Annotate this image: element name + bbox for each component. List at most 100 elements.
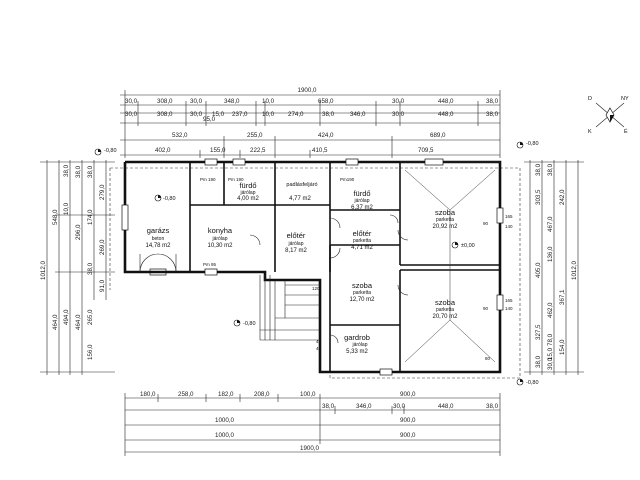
dim-top-r1-0: 30,0 bbox=[125, 98, 138, 105]
mark-pm190b: Pm 190 bbox=[228, 177, 244, 182]
dim-left-c4-0: 279,0 bbox=[99, 184, 106, 200]
room-bed2-name: szoba bbox=[352, 281, 373, 290]
dim-right-c3-3: 78,0 bbox=[547, 333, 554, 346]
dim-top-r1-1: 308,0 bbox=[157, 98, 173, 105]
compass-rose: D NY K É bbox=[588, 96, 629, 135]
dim-left-c4-1: 269,0 bbox=[99, 239, 106, 255]
dim-left-c3-0: 38,0 bbox=[63, 164, 70, 177]
dim-top-r2-8: 346,0 bbox=[350, 111, 366, 118]
dim-left-s-1: 174,0 bbox=[87, 209, 94, 225]
dim-left-s-2: 38,0 bbox=[87, 262, 94, 275]
dim-left-outer: 1012,0 bbox=[40, 261, 47, 280]
mark-w120: 120 bbox=[312, 286, 320, 291]
dim-top-r1-6: 30,0 bbox=[392, 98, 405, 105]
dim-bottom-r4-0: 1000,0 bbox=[215, 432, 234, 439]
dim-top-r2-9: 30,0 bbox=[392, 111, 405, 118]
dim-top-r3-0: 532,0 bbox=[172, 132, 188, 139]
dim-bottom-r1-2: 182,0 bbox=[218, 391, 234, 398]
left-dimension-lines: 1012,0 548,0 464,0 10,0 494,0 38,0 296,0… bbox=[40, 160, 115, 375]
room-bed3-material: parketta bbox=[436, 307, 454, 313]
mark-h165a: 165 bbox=[505, 214, 513, 219]
dim-right-c2-2: 367,1 bbox=[559, 289, 566, 305]
dim-right-c1-2: 405,0 bbox=[535, 262, 542, 278]
dim-top-r2-5: 10,0 bbox=[262, 111, 275, 118]
dim-right-c2-1: 467,0 bbox=[547, 216, 554, 232]
dim-right-c3-5: 30,0 bbox=[547, 357, 554, 370]
mark-ab90a: 90 bbox=[483, 221, 489, 226]
dim-top-r1-7: 448,0 bbox=[438, 98, 454, 105]
dim-top-r4-0: 402,0 bbox=[155, 147, 171, 154]
dim-top-r2-2: 30,0 bbox=[190, 111, 203, 118]
room-hall2-area: 4,71 m2 bbox=[351, 245, 373, 251]
dim-left-c3-2: 38,0 bbox=[75, 165, 82, 178]
room-bath2-material: járólap bbox=[353, 198, 369, 204]
dim-top-r3-3: 689,0 bbox=[430, 132, 446, 139]
mark-w80: 80 bbox=[485, 356, 491, 361]
mark-h140a: 140 bbox=[505, 224, 513, 229]
room-kitchen-material: járólap bbox=[211, 236, 227, 242]
garage-door bbox=[139, 253, 177, 273]
room-hall1-name: előtér bbox=[287, 231, 306, 240]
room-hall2-name: előtér bbox=[353, 229, 372, 238]
dim-top-r2-7: 38,0 bbox=[322, 111, 335, 118]
dim-top-r1-8: 38,0 bbox=[486, 98, 499, 105]
bottom-dimension-lines: 180,0 258,0 182,0 208,0 100,0 900,0 38,0… bbox=[124, 391, 501, 456]
dim-top-r1-4: 10,0 bbox=[262, 98, 275, 105]
svg-text:-0,80: -0,80 bbox=[163, 196, 176, 202]
entry-stairs bbox=[259, 275, 320, 341]
dim-left-c3-1: 296,0 bbox=[75, 224, 82, 240]
dim-right-c1-3: 327,5 bbox=[535, 324, 542, 340]
dim-top-r1-2: 30,0 bbox=[190, 98, 203, 105]
room-wardrobe-material: járólap bbox=[351, 342, 367, 348]
room-bed3-name: szoba bbox=[435, 298, 456, 307]
level-marker-garage: -0,80 bbox=[154, 194, 176, 202]
opening-marks: Pm 190 Pm 190 Pm190 Pm 95 90 90 140 140 … bbox=[200, 177, 513, 361]
dim-total-top: 1900,0 bbox=[298, 87, 317, 94]
dim-right-c1-4: 38,0 bbox=[535, 355, 542, 368]
room-bed3-area: 20,70 m2 bbox=[432, 314, 458, 320]
mark-w40: 40 bbox=[316, 346, 322, 351]
watermark-text: zenga bbox=[565, 452, 615, 470]
right-dimension-lines: 1012,0 303,5 38,0 405,0 327,5 38,0 242,0… bbox=[524, 160, 584, 375]
dim-bottom-r1-3: 208,0 bbox=[254, 391, 270, 398]
watermark: zenga bbox=[546, 452, 615, 470]
svg-text:-0,80: -0,80 bbox=[104, 148, 117, 154]
dim-bottom-total: 1900,0 bbox=[300, 445, 319, 452]
room-bath1-material: járólap bbox=[239, 190, 255, 196]
mark-pm190a: Pm 190 bbox=[200, 177, 216, 182]
room-bed1-material: parketta bbox=[436, 217, 454, 223]
dim-left-c3-3: 265,0 bbox=[87, 309, 94, 325]
dim-top-r2-11: 38,0 bbox=[486, 111, 499, 118]
compass-ny-label: NY bbox=[621, 96, 629, 102]
dim-right-outer: 1012,0 bbox=[571, 261, 578, 280]
dim-right-c2-0: 242,0 bbox=[559, 189, 566, 205]
windows bbox=[121, 158, 504, 376]
dim-top-r2-1: 308,0 bbox=[157, 111, 173, 118]
dim-top-r3-1: 255,0 bbox=[247, 132, 263, 139]
room-wardrobe-area: 5,33 m2 bbox=[346, 349, 368, 355]
dim-bottom-r2-3: 448,0 bbox=[438, 403, 454, 410]
dim-top-r3-2: 424,0 bbox=[318, 132, 334, 139]
dim-right-c2-3: 154,0 bbox=[559, 339, 566, 355]
dim-left-s-0: 38,0 bbox=[87, 165, 94, 178]
svg-text:-0,80: -0,80 bbox=[526, 141, 539, 147]
dim-left-c3-4: 464,0 bbox=[75, 314, 82, 330]
dim-right-c1-1: 38,0 bbox=[535, 163, 542, 176]
dim-right-c1-0: 303,5 bbox=[535, 189, 542, 205]
level-marker-center: ±0,00 bbox=[451, 241, 475, 249]
dim-bottom-r3-1: 900,0 bbox=[400, 417, 416, 424]
compass-d-label: D bbox=[588, 96, 592, 102]
room-hall1-area: 8,17 m2 bbox=[285, 248, 307, 254]
dim-top-r4-4: 709,5 bbox=[418, 147, 434, 154]
dim-right-c3-4: 15,0 bbox=[547, 347, 554, 360]
dim-left-c1-1: 464,0 bbox=[52, 314, 59, 330]
dim-bottom-r1-5: 900,0 bbox=[400, 391, 416, 398]
room-garage-material: beton bbox=[152, 236, 165, 242]
room-bed2-area: 12,70 m2 bbox=[349, 297, 375, 303]
interior-doors bbox=[249, 214, 409, 344]
dim-bottom-r2-2: 30,0 bbox=[393, 403, 406, 410]
hip-roof-lines bbox=[400, 161, 500, 363]
level-marker-right-bottom: -0,80 bbox=[516, 378, 539, 386]
dim-top-r2b-0: 95,0 bbox=[203, 116, 216, 123]
dim-right-c3-2: 462,0 bbox=[547, 302, 554, 318]
